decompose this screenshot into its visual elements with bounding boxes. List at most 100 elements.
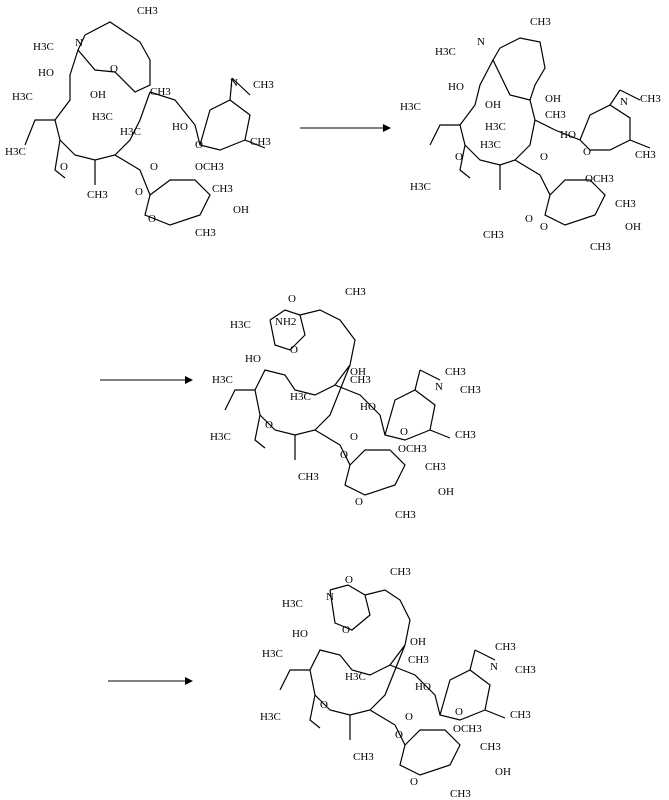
label: H3C <box>345 671 366 683</box>
label: OH <box>495 766 511 778</box>
label: CH3 <box>250 136 271 148</box>
label: O <box>345 574 353 586</box>
label: CH3 <box>298 471 319 483</box>
label: H3C <box>92 111 113 123</box>
label: CH3 <box>483 229 504 241</box>
label: CH3 <box>495 641 516 653</box>
label: OH <box>545 93 561 105</box>
label: H3C <box>485 121 506 133</box>
label: H3C <box>210 431 231 443</box>
label: O <box>320 699 328 711</box>
label: HO <box>448 81 464 93</box>
label: HO <box>172 121 188 133</box>
mol-3-labels: CH3 NH2 H3C O O OH HO H3C CH3 CH3 H3C N … <box>210 286 481 521</box>
label: O <box>583 146 591 158</box>
label: CH3 <box>640 93 661 105</box>
label: H3C <box>212 374 233 386</box>
label: CH3 <box>253 79 274 91</box>
label: CH3 <box>450 788 471 800</box>
label: CH3 <box>615 198 636 210</box>
label: OCH3 <box>398 443 427 455</box>
label: N <box>326 591 334 603</box>
label: H3C <box>435 46 456 58</box>
label: N <box>620 96 628 108</box>
label: O <box>60 161 68 173</box>
label: CH3 <box>87 189 108 201</box>
label: CH3 <box>480 741 501 753</box>
label: O <box>342 624 350 636</box>
label: N <box>477 36 485 48</box>
label: H3C <box>262 648 283 660</box>
label: H3C <box>120 126 141 138</box>
label: OH <box>233 204 249 216</box>
label: O <box>525 213 533 225</box>
molecule-4: CH3 H3C N O O OH HO H3C CH3 CH3 H3C N CH… <box>260 566 536 800</box>
label: H3C <box>400 101 421 113</box>
label: CH3 <box>395 509 416 521</box>
label: HO <box>38 67 54 79</box>
label: HO <box>360 401 376 413</box>
molecule-3: CH3 NH2 H3C O O OH HO H3C CH3 CH3 H3C N … <box>210 286 481 521</box>
label: CH3 <box>455 429 476 441</box>
label: O <box>400 426 408 438</box>
label: CH3 <box>545 109 566 121</box>
label: CH3 <box>510 709 531 721</box>
label: OH <box>350 366 366 378</box>
label: O <box>288 293 296 305</box>
label: CH3 <box>137 5 158 17</box>
label: CH3 <box>590 241 611 253</box>
label: H3C <box>5 146 26 158</box>
label: H3C <box>290 391 311 403</box>
label: O <box>150 161 158 173</box>
label: HO <box>560 129 576 141</box>
label: O <box>195 139 203 151</box>
mol-2-labels: CH3 H3C N HO OH H3C H3C OH H3C CH3 N CH3… <box>400 16 661 253</box>
label: CH3 <box>212 183 233 195</box>
label: O <box>355 496 363 508</box>
label: O <box>540 151 548 163</box>
label: O <box>110 63 118 75</box>
label: CH3 <box>345 286 366 298</box>
label: O <box>265 419 273 431</box>
label: CH3 <box>425 461 446 473</box>
label: O <box>290 344 298 356</box>
label: O <box>455 151 463 163</box>
label: N <box>435 381 443 393</box>
label: O <box>540 221 548 233</box>
label: O <box>410 776 418 788</box>
label: H3C <box>260 711 281 723</box>
mol-4-labels: CH3 H3C N O O OH HO H3C CH3 CH3 H3C N CH… <box>260 566 536 800</box>
label: N <box>490 661 498 673</box>
label: OH <box>438 486 454 498</box>
label: N <box>75 37 83 49</box>
label: H3C <box>33 41 54 53</box>
label: OCH3 <box>585 173 614 185</box>
label: O <box>455 706 463 718</box>
label: CH3 <box>635 149 656 161</box>
label: O <box>350 431 358 443</box>
label: HO <box>245 353 261 365</box>
label: CH3 <box>460 384 481 396</box>
label: H3C <box>282 598 303 610</box>
label: NH2 <box>275 316 296 328</box>
label: OH <box>410 636 426 648</box>
label: CH3 <box>350 374 371 386</box>
label: OCH3 <box>453 723 482 735</box>
label: CH3 <box>353 751 374 763</box>
label: CH3 <box>515 664 536 676</box>
label: H3C <box>410 181 431 193</box>
label: OH <box>90 89 106 101</box>
label: O <box>148 213 156 225</box>
mol-1-labels: CH3 H3C N HO OH H3C H3C O H3C CH3 N CH3 … <box>5 5 274 239</box>
label: O <box>405 711 413 723</box>
label: CH3 <box>390 566 411 578</box>
label: N <box>230 77 238 89</box>
label: CH3 <box>445 366 466 378</box>
label: O <box>340 449 348 461</box>
label: CH3 <box>530 16 551 28</box>
label: OCH3 <box>195 161 224 173</box>
label: H3C <box>480 139 501 151</box>
label: OH <box>485 99 501 111</box>
label: O <box>395 729 403 741</box>
